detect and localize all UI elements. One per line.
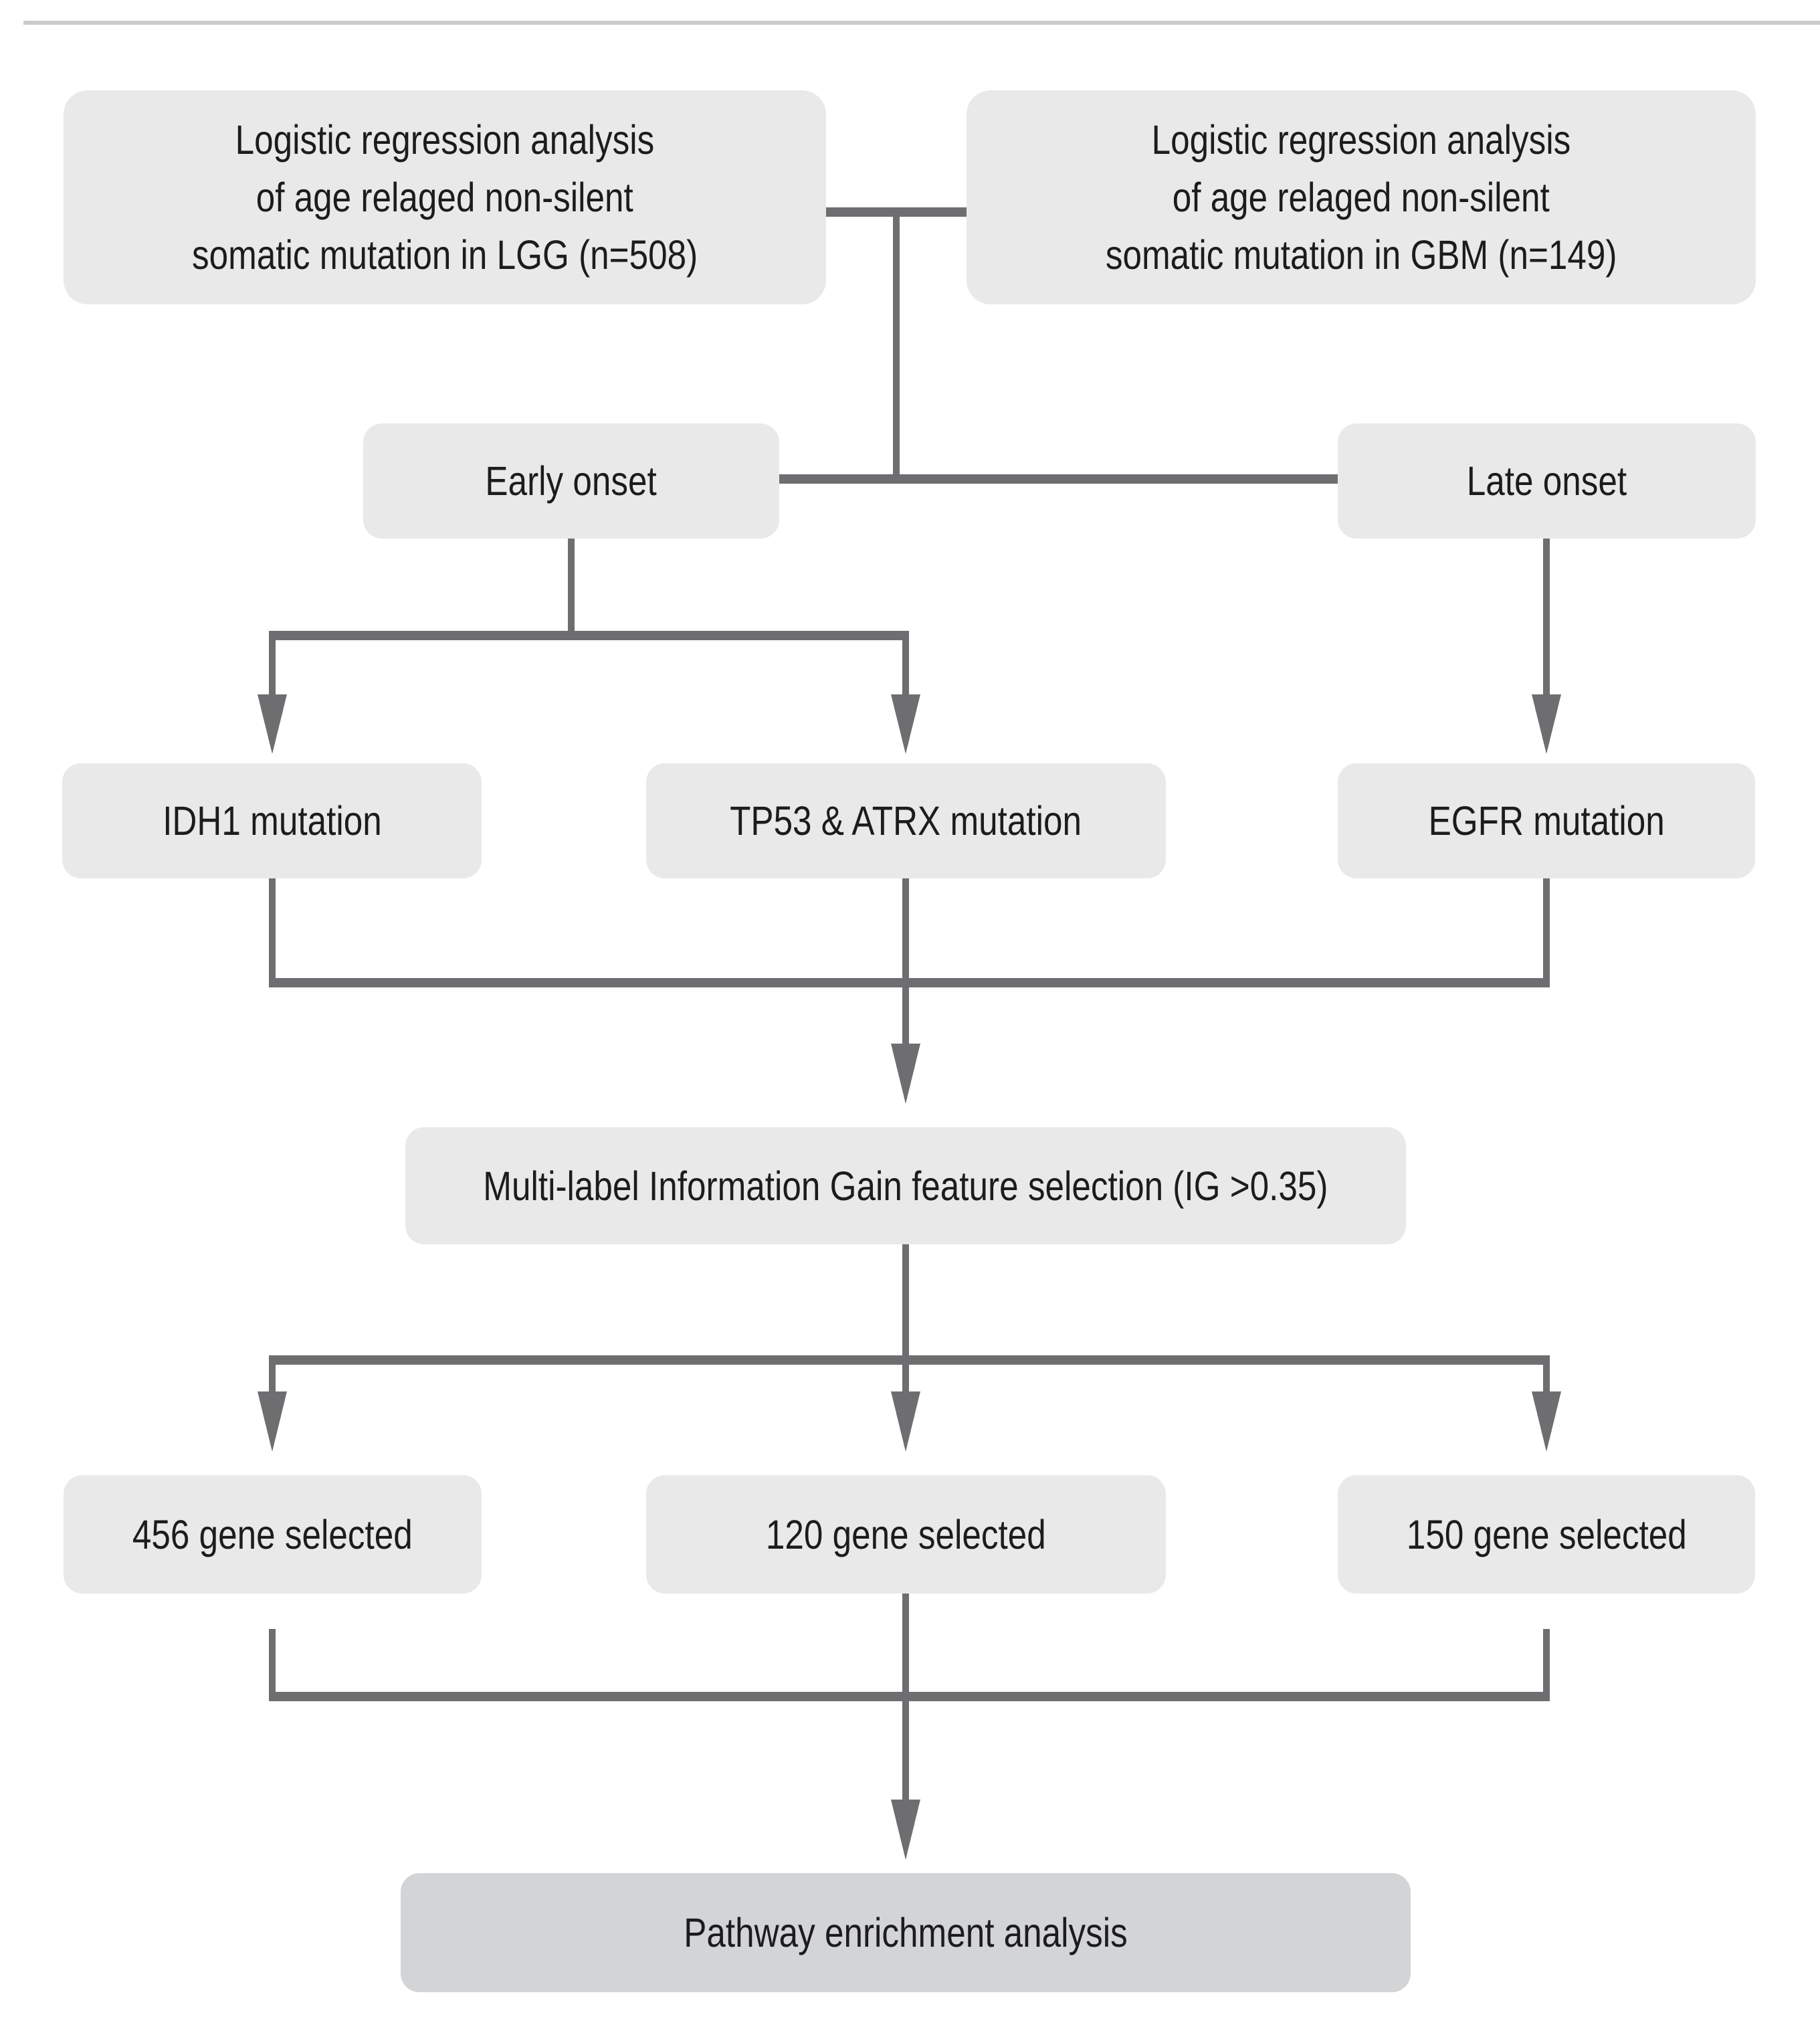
node-label: 120 gene selected (766, 1511, 1046, 1557)
connector-line (1543, 878, 1550, 978)
connector-line (269, 640, 276, 697)
connector-line (1543, 1629, 1550, 1701)
arrowhead-down-icon (1532, 694, 1561, 754)
node-ig-feature-selection: Multi-label Information Gain feature sel… (405, 1127, 1406, 1244)
arrowhead-down-icon (891, 1800, 920, 1860)
node-label: TP53 & ATRX mutation (730, 798, 1082, 844)
connector-line (779, 474, 1338, 484)
node-idh1-mutation: IDH1 mutation (62, 763, 482, 878)
arrowhead-down-icon (258, 694, 287, 754)
node-120-gene-selected: 120 gene selected (646, 1475, 1166, 1594)
top-divider-rule (23, 21, 1820, 25)
connector-line (902, 640, 909, 697)
node-late-onset: Late onset (1338, 423, 1756, 539)
connector-line (893, 207, 900, 484)
arrowhead-down-icon (258, 1391, 287, 1452)
node-label-line: Logistic regression analysis (1151, 117, 1571, 163)
connector-line (1543, 539, 1550, 697)
node-label: EGFR mutation (1428, 798, 1665, 844)
node-label: 456 gene selected (132, 1511, 413, 1557)
arrowhead-down-icon (891, 1391, 920, 1452)
node-egfr-mutation: EGFR mutation (1338, 763, 1755, 878)
node-lgg-regression: Logistic regression analysis of age rela… (64, 90, 826, 304)
connector-line (269, 631, 909, 640)
node-label: IDH1 mutation (162, 798, 382, 844)
connector-line (902, 1365, 909, 1394)
arrowhead-down-icon (1532, 1391, 1561, 1452)
connector-line (269, 978, 1550, 987)
node-gbm-regression: Logistic regression analysis of age rela… (967, 90, 1756, 304)
node-early-onset: Early onset (363, 423, 779, 539)
connector-line (902, 987, 909, 1046)
node-label: Early onset (485, 458, 658, 504)
node-456-gene-selected: 456 gene selected (64, 1475, 482, 1594)
connector-line (269, 1692, 1550, 1701)
connector-line (269, 1355, 1550, 1365)
node-150-gene-selected: 150 gene selected (1338, 1475, 1755, 1594)
connector-line (1543, 1365, 1550, 1394)
node-label-line: somatic mutation in LGG (n=508) (191, 232, 698, 278)
node-label: Multi-label Information Gain feature sel… (483, 1163, 1328, 1209)
connector-line (269, 1629, 276, 1701)
node-label-line: of age relaged non-silent (1172, 175, 1550, 220)
connector-line (902, 878, 909, 978)
node-label-line: of age relaged non-silent (256, 175, 634, 220)
connector-line (269, 878, 276, 978)
node-label-line: somatic mutation in GBM (n=149) (1105, 232, 1617, 278)
connector-line (269, 1365, 276, 1394)
node-label-line: Logistic regression analysis (235, 117, 655, 163)
node-label: Late onset (1466, 458, 1627, 504)
connector-line (902, 1244, 909, 1355)
node-pathway-enrichment: Pathway enrichment analysis (401, 1873, 1411, 1992)
connector-line (568, 539, 575, 640)
node-tp53-atrx-mutation: TP53 & ATRX mutation (646, 763, 1166, 878)
node-label: Pathway enrichment analysis (684, 1910, 1128, 1955)
connector-line (902, 1594, 909, 1701)
arrowhead-down-icon (891, 694, 920, 754)
node-label: 150 gene selected (1406, 1511, 1687, 1557)
arrowhead-down-icon (891, 1044, 920, 1104)
connector-line (902, 1701, 909, 1802)
